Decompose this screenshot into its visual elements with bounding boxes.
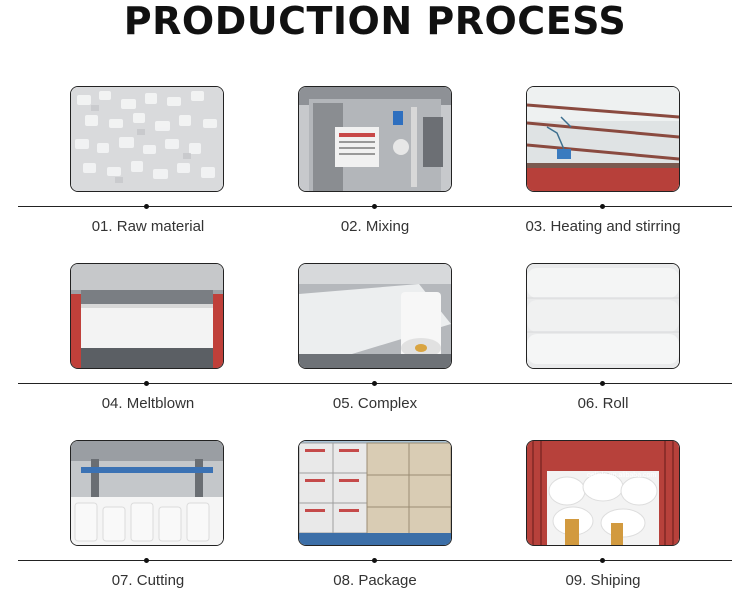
timeline-dot <box>600 381 605 386</box>
timeline-dot <box>600 204 605 209</box>
step-label-meltblown: 04. Meltblown <box>101 395 195 412</box>
step-label-roll: 06. Roll <box>577 395 629 412</box>
step-label-heating-stirring: 03. Heating and stirring <box>525 218 681 235</box>
page-title: PRODUCTION PROCESS <box>123 0 627 43</box>
step-label-shiping: 09. Shiping <box>565 572 641 589</box>
step-label-mixing: 02. Mixing <box>340 218 410 235</box>
timeline-dot <box>144 558 149 563</box>
raw-material-photo <box>70 86 224 192</box>
timeline-dot <box>144 204 149 209</box>
package-photo <box>298 440 452 546</box>
roll-photo <box>526 263 680 369</box>
timeline-dot <box>600 558 605 563</box>
timeline-dot <box>144 381 149 386</box>
mixing-photo <box>298 86 452 192</box>
timeline-dot <box>372 204 377 209</box>
timeline-dot <box>372 558 377 563</box>
cutting-photo <box>70 440 224 546</box>
step-label-raw-material: 01. Raw material <box>91 218 205 235</box>
step-label-package: 08. Package <box>333 572 417 589</box>
step-label-complex: 05. Complex <box>332 395 418 412</box>
shipping-watermark-text: oeljnkj.en.alibaba.com <box>587 472 656 479</box>
shipping-photo: oeljnkj.en.alibaba.com <box>526 440 680 546</box>
step-label-cutting: 07. Cutting <box>111 572 185 589</box>
meltblown-photo <box>70 263 224 369</box>
timeline-dot <box>372 381 377 386</box>
complex-photo <box>298 263 452 369</box>
heating-stirring-photo <box>526 86 680 192</box>
